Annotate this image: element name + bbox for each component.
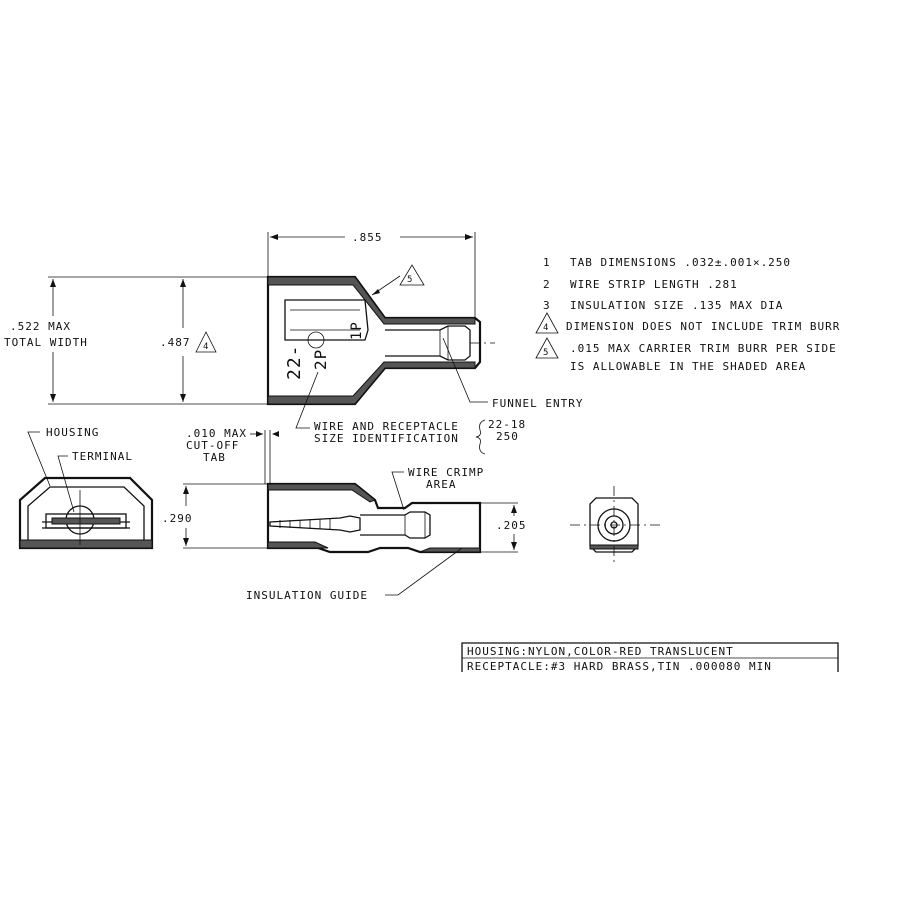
material-housing: HOUSING:NYLON,COLOR-RED TRANSLUCENT	[467, 645, 734, 658]
note-5-list-triangle-icon	[535, 337, 559, 359]
top-view-receptacle	[284, 299, 369, 341]
body-marking-size-2: 2P	[311, 349, 330, 370]
callout-housing-label: HOUSING	[46, 426, 99, 439]
callout-terminal: TERMINAL	[57, 450, 133, 513]
note-3: 3 INSULATION SIZE .135 MAX DIA	[543, 299, 783, 312]
note-5: 5 .015 MAX CARRIER TRIM BURR PER SIDE IS…	[535, 337, 837, 373]
callout-insulation-guide: INSULATION GUIDE	[246, 547, 463, 602]
note-5-text2: IS ALLOWABLE IN THE SHADED AREA	[570, 360, 806, 373]
note-3-marker: 3	[543, 299, 551, 312]
callout-size-identification: WIRE AND RECEPTACLE SIZE IDENTIFICATION …	[295, 371, 526, 455]
side-view	[266, 482, 482, 554]
dimension-height: .290	[162, 483, 268, 549]
callout-funnel-entry-label: FUNNEL ENTRY	[492, 397, 583, 410]
callout-size-id-line2: SIZE IDENTIFICATION	[314, 432, 459, 445]
note-4: 4 DIMENSION DOES NOT INCLUDE TRIM BURR	[535, 312, 840, 334]
material-block: HOUSING:NYLON,COLOR-RED TRANSLUCENT RECE…	[461, 642, 839, 673]
note-2-text: WIRE STRIP LENGTH .281	[570, 278, 738, 291]
callout-wire-crimp: WIRE CRIMP AREA	[391, 466, 484, 511]
callout-insulation-guide-label: INSULATION GUIDE	[246, 589, 368, 602]
body-marking-fragment: 1P	[349, 321, 365, 340]
top-view-shaded-area	[267, 276, 476, 325]
notes-list: 1 TAB DIMENSIONS .032±.001×.250 2 WIRE S…	[535, 256, 840, 373]
dimension-cutoff-line3: TAB	[203, 451, 226, 464]
note-4-ref: 4	[203, 342, 209, 352]
dimension-total-width-value: .522 MAX	[10, 320, 71, 333]
note-4-text: DIMENSION DOES NOT INCLUDE TRIM BURR	[566, 320, 840, 333]
end-view-left	[18, 476, 154, 550]
note-4-list-triangle-icon	[535, 312, 559, 334]
callout-shading-ref: 5	[371, 264, 425, 296]
dimension-height-label: .290	[162, 512, 193, 525]
dimension-cutoff-line2: CUT-OFF	[186, 439, 239, 452]
note-1-marker: 1	[543, 256, 551, 269]
callout-size-id-line1: WIRE AND RECEPTACLE	[314, 420, 459, 433]
top-view-barrel	[385, 325, 471, 361]
dimension-cutoff-line1: .010 MAX	[186, 427, 247, 440]
note-2-marker: 2	[543, 278, 551, 291]
dimension-body-width: .487 4	[160, 279, 217, 402]
material-receptacle: RECEPTACLE:#3 HARD BRASS,TIN .000080 MIN	[467, 660, 772, 673]
dimension-length-label: .855	[352, 231, 383, 244]
dimension-length: .855	[267, 231, 476, 318]
dimension-total-width: .522 MAX TOTAL WIDTH	[4, 276, 268, 405]
callout-size-range: 22-18	[488, 418, 526, 431]
note-2: 2 WIRE STRIP LENGTH .281	[543, 278, 738, 291]
note-3-text: INSULATION SIZE .135 MAX DIA	[570, 299, 783, 312]
note-5-text: .015 MAX CARRIER TRIM BURR PER SIDE	[570, 342, 837, 355]
note-5-triangle-icon	[399, 264, 425, 286]
note-1: 1 TAB DIMENSIONS .032±.001×.250	[543, 256, 791, 269]
note-4-triangle-icon	[195, 331, 217, 353]
top-view-shaded-area-lower	[267, 361, 476, 405]
end-view-right	[570, 486, 660, 565]
note-1-text: TAB DIMENSIONS .032±.001×.250	[570, 256, 791, 269]
callout-terminal-label: TERMINAL	[72, 450, 133, 463]
note-5-marker: 5	[543, 348, 549, 358]
end-view-housing-outline	[18, 476, 154, 550]
note-5-ref: 5	[407, 275, 413, 285]
dimension-barrel-label: .205	[496, 519, 527, 532]
callout-funnel-entry: FUNNEL ENTRY	[442, 337, 583, 410]
body-marking-size: 22-	[284, 344, 305, 380]
dimension-barrel: .205	[480, 502, 527, 553]
side-view-terminal-pin	[269, 515, 361, 533]
callout-size-tab: 250	[496, 430, 519, 443]
note-4-marker: 4	[543, 323, 549, 333]
callout-wire-crimp-line1: WIRE CRIMP	[408, 466, 484, 479]
dimension-cutoff-tab: .010 MAX CUT-OFF TAB	[186, 427, 279, 484]
side-view-crimp-barrel	[360, 511, 431, 539]
end-view-right-outline	[589, 497, 639, 553]
dimension-body-width-label: .487	[160, 336, 191, 349]
dimension-total-width-label: TOTAL WIDTH	[4, 336, 88, 349]
top-view: 22- 2P 1P	[266, 275, 495, 406]
callout-wire-crimp-line2: AREA	[426, 478, 457, 491]
callout-housing: HOUSING	[27, 426, 99, 487]
